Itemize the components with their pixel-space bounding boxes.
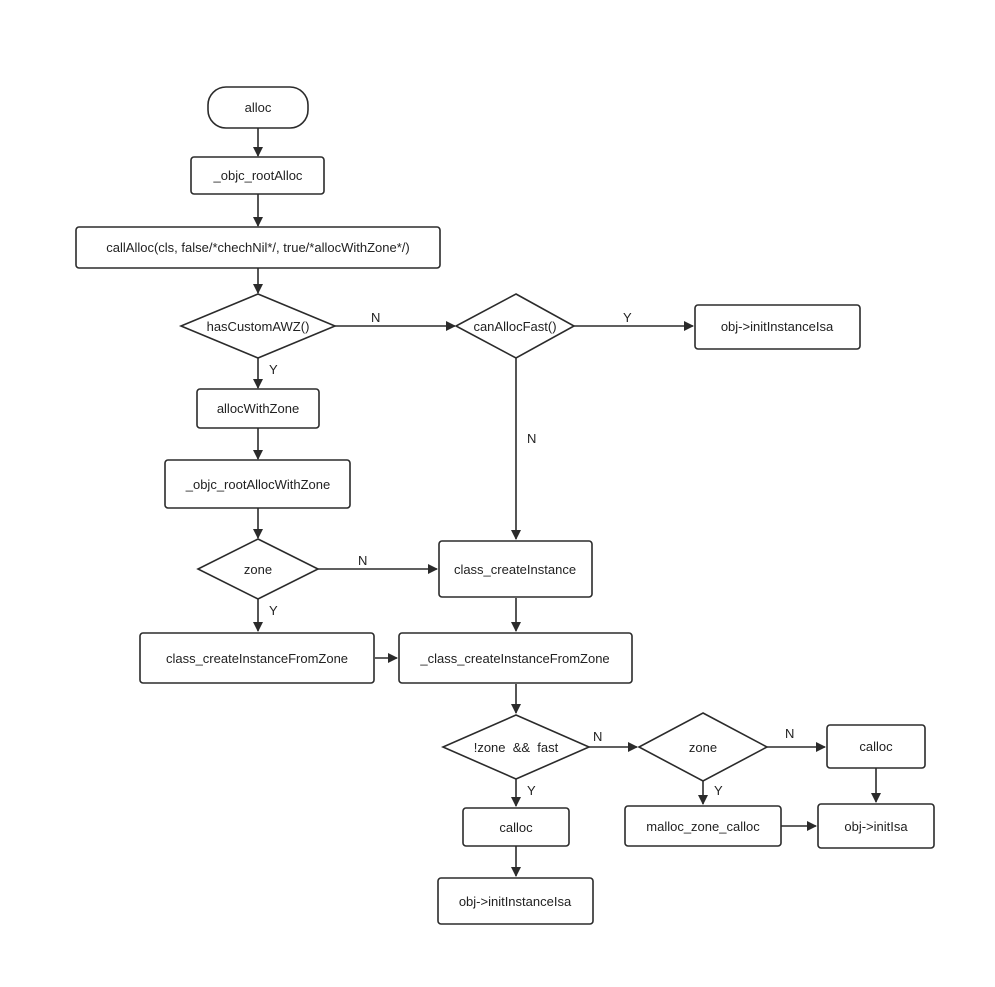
node-zone-decision-2: zone bbox=[637, 712, 769, 782]
node-class-createinstancefromzone-label: class_createInstanceFromZone bbox=[166, 651, 348, 666]
node-alloc-label: alloc bbox=[245, 100, 272, 115]
edge-label-notzonefast-n: N bbox=[593, 729, 602, 744]
node-initinstanceisa-bottom: obj->initInstanceIsa bbox=[437, 877, 594, 925]
node-canallocfast-label: canAllocFast() bbox=[473, 319, 556, 334]
edge-label-canallocfast-n: N bbox=[527, 431, 536, 446]
node-calloc-right-shape bbox=[826, 724, 926, 769]
node-objc-rootallocwithzone-label: _objc_rootAllocWithZone bbox=[185, 477, 331, 492]
node-calloc-bottom: calloc bbox=[462, 807, 570, 847]
node-objc-rootalloc: _objc_rootAlloc bbox=[190, 156, 325, 195]
node-initinstanceisa-bottom-label: obj->initInstanceIsa bbox=[459, 894, 572, 909]
node-underscore-class-createinstancefromzone-shape bbox=[398, 632, 633, 684]
node-hascustomawz-label: hasCustomAWZ() bbox=[207, 319, 310, 334]
edge-label-zone1-n: N bbox=[358, 553, 367, 568]
node-zone-decision-1-shape bbox=[196, 538, 320, 600]
node-zone-decision-1: zone bbox=[196, 538, 320, 600]
node-class-createinstancefromzone: class_createInstanceFromZone bbox=[139, 632, 375, 684]
node-callalloc: callAlloc(cls, false/*chechNil*/, true/*… bbox=[75, 226, 441, 269]
edge-label-zone2-y: Y bbox=[714, 783, 723, 798]
node-objc-rootallocwithzone: _objc_rootAllocWithZone bbox=[164, 459, 351, 509]
node-hascustomawz-shape bbox=[178, 293, 338, 359]
node-initisa-shape bbox=[817, 803, 935, 849]
node-zone-decision-2-shape bbox=[637, 712, 769, 782]
node-class-createinstance: class_createInstance bbox=[438, 540, 593, 598]
node-class-createinstancefromzone-shape bbox=[139, 632, 375, 684]
node-class-createinstance-shape bbox=[438, 540, 593, 598]
edge-label-canallocfast-y: Y bbox=[623, 310, 632, 325]
node-initinstanceisa-top: obj->initInstanceIsa bbox=[694, 304, 861, 350]
node-calloc-bottom-shape bbox=[462, 807, 570, 847]
node-objc-rootalloc-shape bbox=[190, 156, 325, 195]
node-notzone-fast-label: !zone && fast bbox=[474, 740, 559, 755]
node-underscore-class-createinstancefromzone: _class_createInstanceFromZone bbox=[398, 632, 633, 684]
node-underscore-class-createinstancefromzone-label: _class_createInstanceFromZone bbox=[419, 651, 609, 666]
node-allocwithzone-shape bbox=[196, 388, 320, 429]
node-objc-rootallocwithzone-shape bbox=[164, 459, 351, 509]
node-callalloc-label: callAlloc(cls, false/*chechNil*/, true/*… bbox=[106, 240, 409, 255]
node-calloc-right: calloc bbox=[826, 724, 926, 769]
node-notzone-fast-shape bbox=[441, 714, 591, 780]
nodes: alloc _objc_rootAlloc callAlloc(cls, fal… bbox=[75, 86, 935, 925]
node-calloc-bottom-label: calloc bbox=[499, 820, 533, 835]
edge-labels: N Y Y N N Y N Y N Y bbox=[269, 310, 794, 798]
node-allocwithzone-label: allocWithZone bbox=[217, 401, 299, 416]
node-initisa: obj->initIsa bbox=[817, 803, 935, 849]
edge-label-zone1-y: Y bbox=[269, 603, 278, 618]
node-initinstanceisa-top-label: obj->initInstanceIsa bbox=[721, 319, 834, 334]
node-initinstanceisa-top-shape bbox=[694, 304, 861, 350]
node-canallocfast-shape bbox=[454, 293, 576, 359]
node-hascustomawz: hasCustomAWZ() bbox=[178, 293, 338, 359]
edge-label-zone2-n: N bbox=[785, 726, 794, 741]
node-malloc-zone-calloc-shape bbox=[624, 805, 782, 847]
node-zone-decision-2-label: zone bbox=[689, 740, 717, 755]
node-objc-rootalloc-label: _objc_rootAlloc bbox=[213, 168, 303, 183]
node-malloc-zone-calloc: malloc_zone_calloc bbox=[624, 805, 782, 847]
node-allocwithzone: allocWithZone bbox=[196, 388, 320, 429]
node-alloc: alloc bbox=[207, 86, 309, 129]
node-calloc-right-label: calloc bbox=[859, 739, 893, 754]
node-canallocfast: canAllocFast() bbox=[454, 293, 576, 359]
node-zone-decision-1-label: zone bbox=[244, 562, 272, 577]
edges bbox=[253, 128, 881, 877]
node-malloc-zone-calloc-label: malloc_zone_calloc bbox=[646, 819, 760, 834]
node-notzone-fast: !zone && fast bbox=[441, 714, 591, 780]
node-alloc-shape bbox=[207, 86, 309, 129]
node-class-createinstance-label: class_createInstance bbox=[454, 562, 576, 577]
node-callalloc-shape bbox=[75, 226, 441, 269]
edge-label-hascustomawz-n: N bbox=[371, 310, 380, 325]
node-initisa-label: obj->initIsa bbox=[844, 819, 908, 834]
node-initinstanceisa-bottom-shape bbox=[437, 877, 594, 925]
edge-label-hascustomawz-y: Y bbox=[269, 362, 278, 377]
edge-label-notzonefast-y: Y bbox=[527, 783, 536, 798]
